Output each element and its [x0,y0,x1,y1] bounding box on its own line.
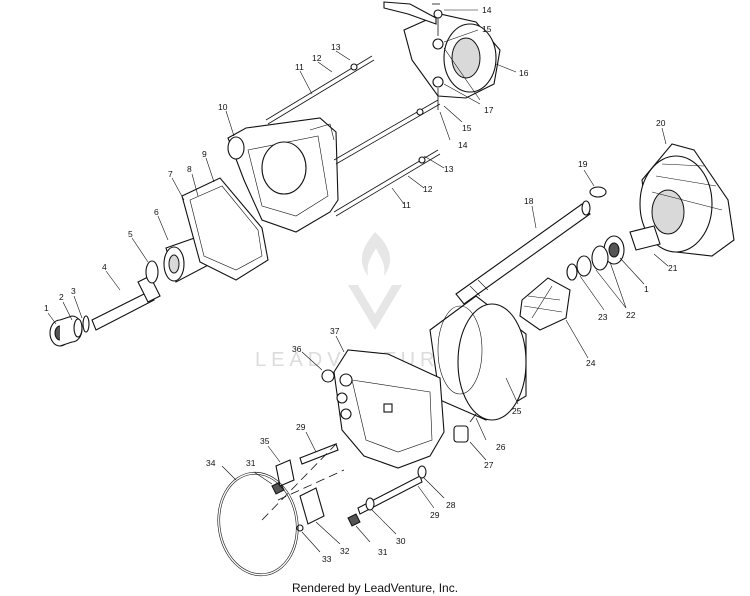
callout-22: 22 [626,310,636,320]
callout-18: 18 [524,196,534,206]
parts-upper-left [49,55,441,347]
callout-35: 35 [260,436,270,446]
callout-29-lower: 29 [430,510,440,520]
callout-34: 34 [206,458,216,468]
callout-8: 8 [187,164,192,174]
callout-28: 28 [446,500,456,510]
callout-33: 33 [322,554,332,564]
callout-31: 31 [246,458,256,468]
callout-21: 21 [668,263,678,273]
callout-16: 16 [519,68,529,78]
callout-14-lower: 14 [458,140,468,150]
callout-1-right: 1 [644,284,649,294]
leader-lines [47,9,669,553]
callout-20: 20 [656,118,666,128]
parts-right [429,143,735,421]
callout-36: 36 [292,344,302,354]
callout-15: 15 [482,24,492,34]
callout-24: 24 [586,358,596,368]
parts-top-nozzle [383,1,501,110]
callout-27: 27 [484,460,494,470]
callout-26: 26 [496,442,506,452]
callout-2: 2 [59,292,64,302]
callout-9: 9 [202,149,207,159]
callout-1: 1 [44,303,49,313]
callout-11-lower: 11 [402,200,411,210]
callout-23: 23 [598,312,608,322]
callout-4: 4 [102,262,107,272]
callout-12: 12 [312,53,322,63]
callout-13: 13 [331,42,341,52]
callout-labels: 1 2 3 4 5 6 7 8 9 10 11 12 13 14 15 16 1… [44,5,678,564]
callout-6: 6 [154,207,159,217]
callout-10: 10 [218,102,228,112]
callout-13-lower: 13 [444,164,454,174]
callout-5: 5 [128,229,133,239]
callout-31-lower: 31 [378,547,388,557]
callout-15-lower: 15 [462,123,472,133]
callout-25: 25 [512,406,522,416]
callout-3: 3 [71,286,76,296]
callout-14: 14 [482,5,492,15]
callout-32: 32 [340,546,350,556]
callout-37: 37 [330,326,340,336]
footer-credit: Rendered by LeadVenture, Inc. [292,581,458,595]
parts-lower [217,349,477,577]
callout-7: 7 [168,169,173,179]
callout-30: 30 [396,536,406,546]
callout-12-lower: 12 [423,184,433,194]
callout-17: 17 [484,105,494,115]
callout-29: 29 [296,422,306,432]
leadventure-watermark: LEADVENTURE [255,232,453,371]
callout-19: 19 [578,159,588,169]
callout-11: 11 [295,62,304,72]
